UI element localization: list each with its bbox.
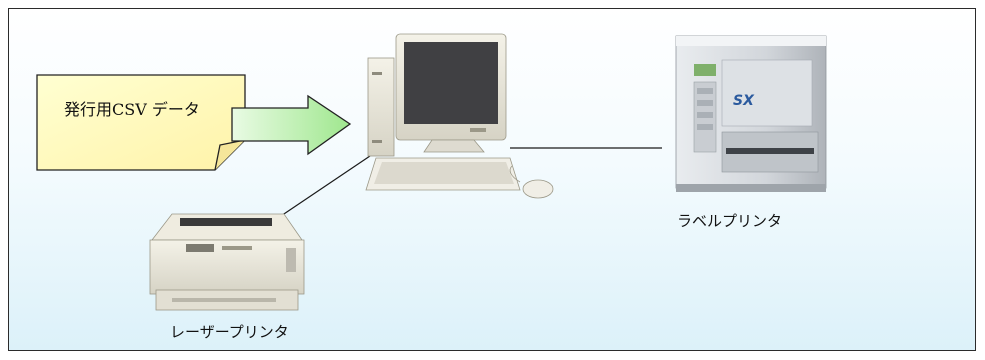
label-printer-label: ラベルプリンタ — [677, 210, 782, 231]
data-flow-arrow — [232, 96, 350, 154]
label-printer-logo: SX — [733, 93, 754, 109]
laser-printer-icon — [150, 214, 304, 310]
label-printer-icon — [676, 36, 826, 192]
csv-document-icon — [37, 75, 245, 170]
laser-printer-label: レーザープリンタ — [170, 321, 289, 342]
csv-document-label: 発行用CSV データ — [64, 96, 200, 120]
personal-computer-icon — [366, 34, 553, 198]
pc-to-laser-printer-line — [272, 156, 370, 222]
